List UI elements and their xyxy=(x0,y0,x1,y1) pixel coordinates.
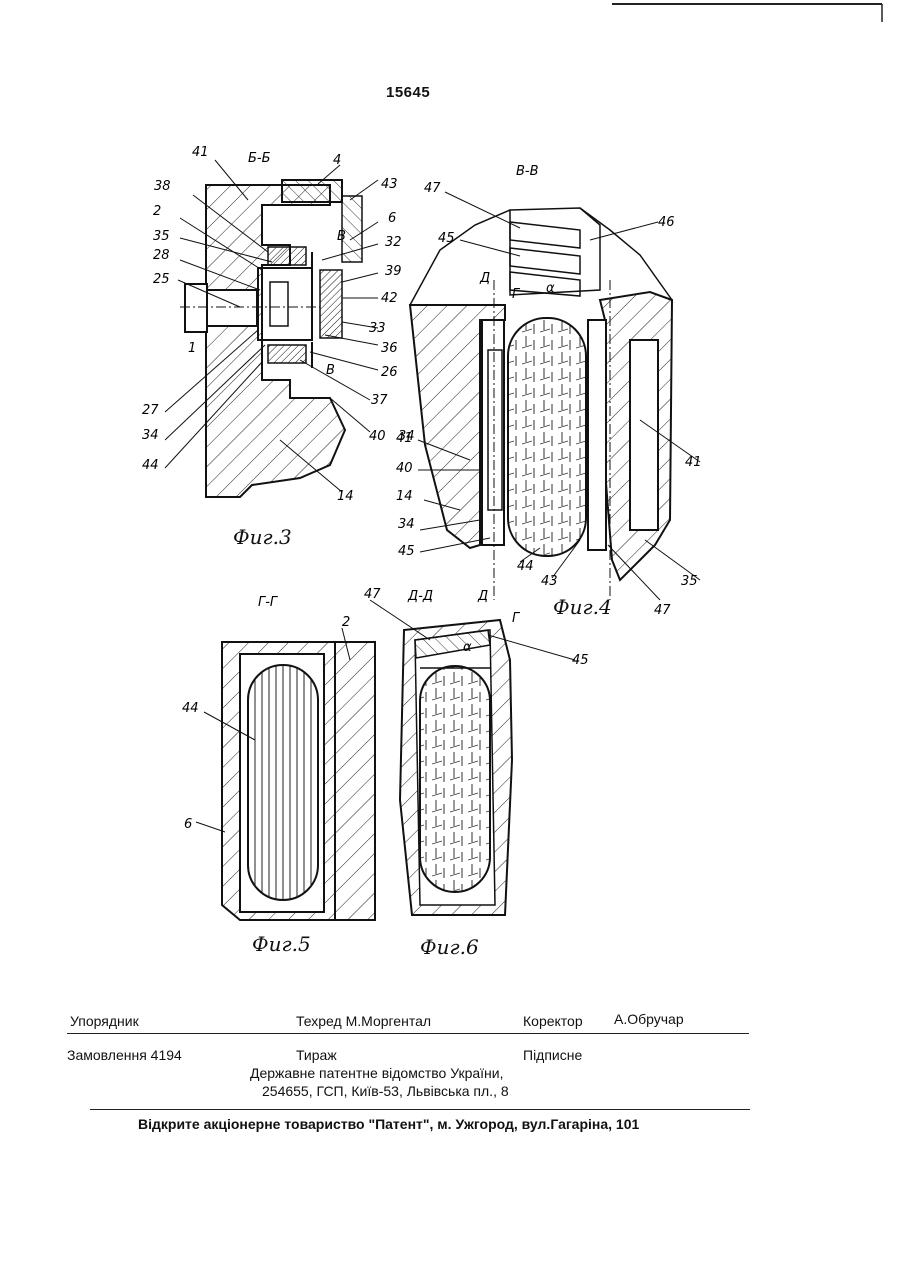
svg-text:40: 40 xyxy=(369,429,386,444)
svg-text:43: 43 xyxy=(541,574,558,589)
drawings: 41Б-Б4 38432 63532 282539 42133 362637 4… xyxy=(0,0,900,1000)
svg-text:45: 45 xyxy=(398,544,415,559)
figure-3: 41 Б-Б 4 38 43 2 6 35 32 28 25 39 42 1 33 36 26 37 4… xyxy=(142,145,402,504)
svg-text:14: 14 xyxy=(396,489,413,504)
svg-text:Б-Б: Б-Б xyxy=(248,151,271,166)
corrector-label: Коректор xyxy=(523,1013,583,1029)
svg-text:1: 1 xyxy=(188,341,196,356)
svg-text:В-В: В-В xyxy=(516,164,539,179)
subscription-label: Підписне xyxy=(523,1047,582,1063)
svg-text:α: α xyxy=(546,281,555,296)
svg-text:Г: Г xyxy=(512,611,521,626)
svg-text:В: В xyxy=(326,363,335,378)
svg-text:41: 41 xyxy=(192,145,209,160)
svg-text:44: 44 xyxy=(142,458,159,473)
figure-4: В-В4746 45ДГ α4141 403414 344544 433547 … xyxy=(396,164,702,626)
svg-text:27: 27 xyxy=(142,403,159,418)
svg-text:В: В xyxy=(337,229,346,244)
svg-text:44: 44 xyxy=(517,559,534,574)
caption-fig3: Фиг.3 xyxy=(233,525,292,549)
caption-fig5: Фиг.5 xyxy=(252,932,311,956)
svg-text:46: 46 xyxy=(658,215,675,230)
circulation-label: Тираж xyxy=(296,1047,337,1063)
svg-text:35: 35 xyxy=(681,574,698,589)
svg-text:α: α xyxy=(463,640,472,655)
footer-divider-bottom xyxy=(90,1109,750,1110)
svg-text:33: 33 xyxy=(369,321,386,336)
figure-5: Г-Г 2 44 6 xyxy=(182,595,375,920)
svg-text:Д-Д: Д-Д xyxy=(407,589,433,604)
svg-text:2: 2 xyxy=(342,615,350,630)
publisher-line: Відкрите акціонерне товариство "Патент",… xyxy=(138,1116,639,1132)
svg-text:45: 45 xyxy=(572,653,589,668)
svg-text:Г-Г: Г-Г xyxy=(258,595,279,610)
svg-text:43: 43 xyxy=(381,177,398,192)
svg-text:38: 38 xyxy=(154,179,171,194)
svg-text:25: 25 xyxy=(153,272,170,287)
svg-text:6: 6 xyxy=(184,817,192,832)
svg-text:34: 34 xyxy=(142,428,159,443)
svg-text:36: 36 xyxy=(381,341,398,356)
caption-fig4: Фиг.4 xyxy=(553,595,612,619)
svg-text:40: 40 xyxy=(396,461,413,476)
figure-6: 47 Д-Д 45 α xyxy=(364,587,589,915)
svg-text:34: 34 xyxy=(398,517,415,532)
svg-text:44: 44 xyxy=(182,701,199,716)
svg-text:47: 47 xyxy=(364,587,381,602)
footer-divider-top xyxy=(67,1033,749,1034)
svg-text:14: 14 xyxy=(337,489,354,504)
order-number: Замовлення 4194 xyxy=(67,1047,182,1063)
svg-text:42: 42 xyxy=(381,291,398,306)
caption-fig6: Фиг.6 xyxy=(420,935,479,959)
svg-text:2: 2 xyxy=(153,204,161,219)
svg-text:41: 41 xyxy=(685,455,702,470)
svg-text:32: 32 xyxy=(385,235,402,250)
svg-text:34: 34 xyxy=(398,429,415,444)
svg-text:47: 47 xyxy=(424,181,441,196)
patent-office-line2: 254655, ГСП, Київ-53, Львівська пл., 8 xyxy=(262,1083,509,1099)
tech-editor: Техред М.Моргентал xyxy=(296,1013,431,1029)
svg-text:37: 37 xyxy=(371,393,388,408)
patent-office-line1: Державне патентне відомство України, xyxy=(250,1065,504,1081)
svg-text:45: 45 xyxy=(438,231,455,246)
svg-text:39: 39 xyxy=(385,264,402,279)
corrector-name: А.Обручар xyxy=(614,1011,684,1027)
svg-text:28: 28 xyxy=(153,248,170,263)
svg-text:Д: Д xyxy=(477,589,488,604)
compiler-label: Упорядник xyxy=(70,1013,139,1029)
svg-text:26: 26 xyxy=(381,365,398,380)
svg-text:6: 6 xyxy=(388,211,396,226)
svg-text:Д: Д xyxy=(479,271,490,286)
svg-text:4: 4 xyxy=(333,153,341,168)
svg-text:35: 35 xyxy=(153,229,170,244)
svg-text:47: 47 xyxy=(654,603,671,618)
